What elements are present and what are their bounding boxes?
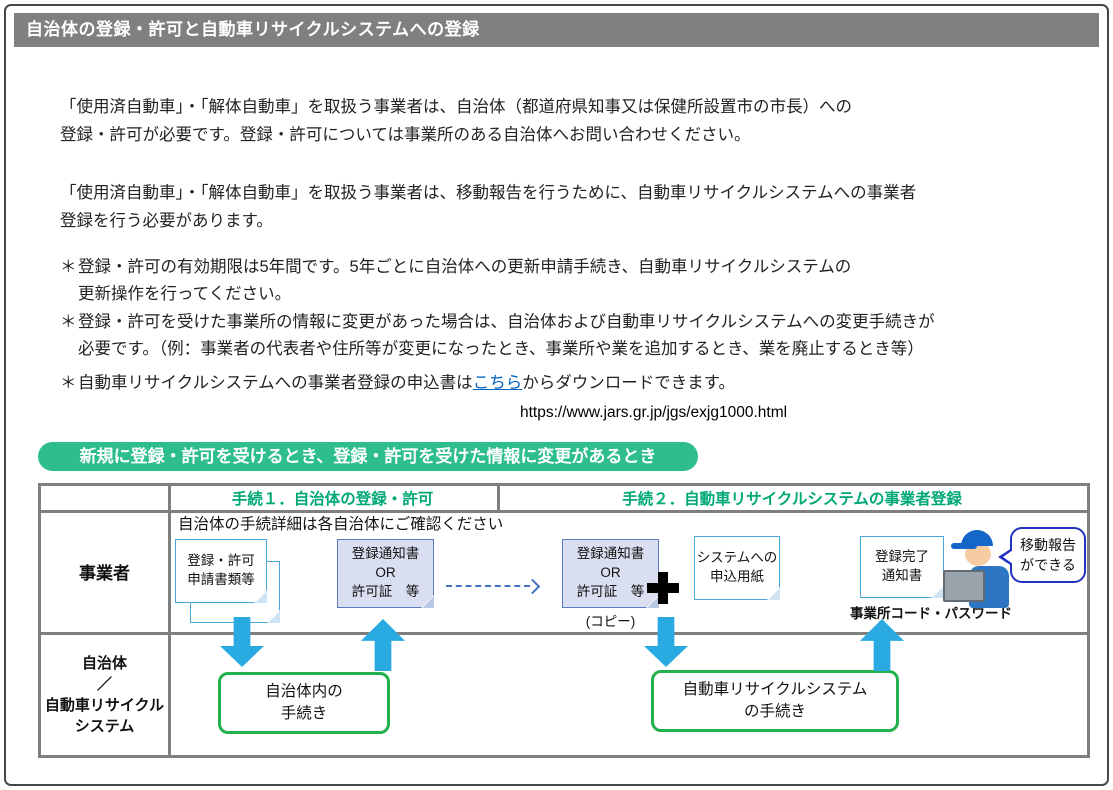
worker-cap-brim [951, 543, 977, 549]
dashed-arrow-head [524, 578, 541, 595]
flow-down-arrow-1 [220, 617, 264, 667]
table-grid-line [497, 486, 500, 510]
application-form-doc: システムへの 申込用紙 [694, 536, 781, 601]
title-bar: 自治体の登録・許可と自動車リサイクルシステムへの登録 [14, 13, 1099, 47]
system-process-box: 自動車リサイクルシステム の手続き [651, 670, 899, 732]
application-form-doc-label: システムへの 申込用紙 [696, 550, 778, 584]
bullet-text: 自動車リサイクルシステムへの事業者登録の申込書はこちらからダウンロードできます。 [78, 370, 735, 397]
notice-doc: 登録通知書 OR 許可証 等 [337, 539, 435, 609]
bullet-renewal: ＊ 登録・許可の有効期限は5年間です。5年ごとに自治体への更新申請手続き、自動車… [60, 254, 851, 308]
application-doc-label: 登録・許可 申請書類等 [187, 553, 255, 587]
speech-bubble-text: 移動報告 ができる [1020, 536, 1076, 573]
municipality-process-box: 自治体内の 手続き [218, 672, 390, 734]
intro-paragraph-2: 「使用済自動車」・「解体自動車」を取扱う事業者は、移動報告を行うために、自動車リ… [60, 184, 917, 230]
application-doc: 登録・許可 申請書類等 [175, 539, 268, 604]
completion-doc-label: 登録完了 通知書 [875, 549, 929, 583]
worker-at-laptop-icon [943, 530, 1013, 608]
folded-corner [268, 611, 280, 623]
worker-cap [961, 530, 993, 546]
bullet-marker: ＊ [60, 374, 77, 392]
dashed-arrow-line [446, 585, 530, 587]
speech-bubble-tail [1003, 550, 1013, 564]
copy-label: (コピー) [585, 614, 636, 629]
bullet-text: 登録・許可を受けた事業所の情報に変更があった場合は、自治体および自動車リサイクル… [78, 313, 935, 358]
table-grid-line [41, 632, 1087, 635]
bullet-marker: ＊ [60, 313, 77, 331]
page-title: 自治体の登録・許可と自動車リサイクルシステムへの登録 [26, 20, 480, 39]
bullet-text: 登録・許可の有効期限は5年間です。5年ごとに自治体への更新申請手続き、自動車リサ… [78, 258, 852, 303]
row-label-municipality-system: 自治体 ／ 自動車リサイクル システム [44, 654, 165, 735]
table-header-procedure1: 手続１．自治体の登録・許可 [231, 491, 434, 508]
plus-icon [647, 572, 679, 604]
procedure-table: 手続１．自治体の登録・許可 手続２．自動車リサイクルシステムの事業者登録 事業者… [38, 483, 1090, 758]
speech-bubble: 移動報告 ができる [998, 527, 1086, 583]
bullet-download: ＊ 自動車リサイクルシステムへの事業者登録の申込書はこちらからダウンロードできま… [60, 370, 735, 397]
section-banner: 新規に登録・許可を受けるとき、登録・許可を受けた情報に変更があるとき [38, 442, 698, 471]
bullet-marker: ＊ [60, 258, 77, 276]
intro-paragraph-1: 「使用済自動車」・「解体自動車」を取扱う事業者は、自治体（都道府県知事又は保健所… [60, 98, 852, 144]
table-grid-line [168, 486, 171, 755]
flow-up-arrow-2 [860, 619, 904, 671]
table-header-procedure2: 手続２．自動車リサイクルシステムの事業者登録 [622, 491, 962, 508]
completion-doc: 登録完了 通知書 [860, 536, 945, 599]
row-label-business: 事業者 [79, 563, 130, 583]
flow-up-arrow-1 [361, 619, 405, 671]
table-grid-line [41, 510, 1087, 513]
credentials-label: 事業所コード・パスワード [850, 606, 1012, 621]
bullet-text-post: からダウンロードできます。 [522, 374, 736, 392]
notice-doc-label: 登録通知書 OR 許可証 等 [351, 546, 420, 599]
notice-copy-doc: 登録通知書 OR 許可証 等 [562, 539, 660, 609]
municipality-note: 自治体の手続詳細は各自治体にご確認ください [178, 516, 504, 533]
folded-corner [768, 588, 780, 600]
folded-corner [255, 591, 267, 603]
download-url: https://www.jars.gr.jp/jgs/exjg1000.html [520, 404, 788, 421]
plus-bar [658, 572, 668, 604]
laptop-icon [943, 570, 985, 602]
bullet-change: ＊ 登録・許可を受けた事業所の情報に変更があった場合は、自治体および自動車リサイ… [60, 309, 935, 363]
notice-copy-doc-label: 登録通知書 OR 許可証 等 [576, 546, 645, 599]
download-link[interactable]: こちら [472, 374, 523, 392]
folded-corner [422, 596, 434, 608]
bullet-text-pre: 自動車リサイクルシステムへの事業者登録の申込書は [78, 374, 473, 392]
